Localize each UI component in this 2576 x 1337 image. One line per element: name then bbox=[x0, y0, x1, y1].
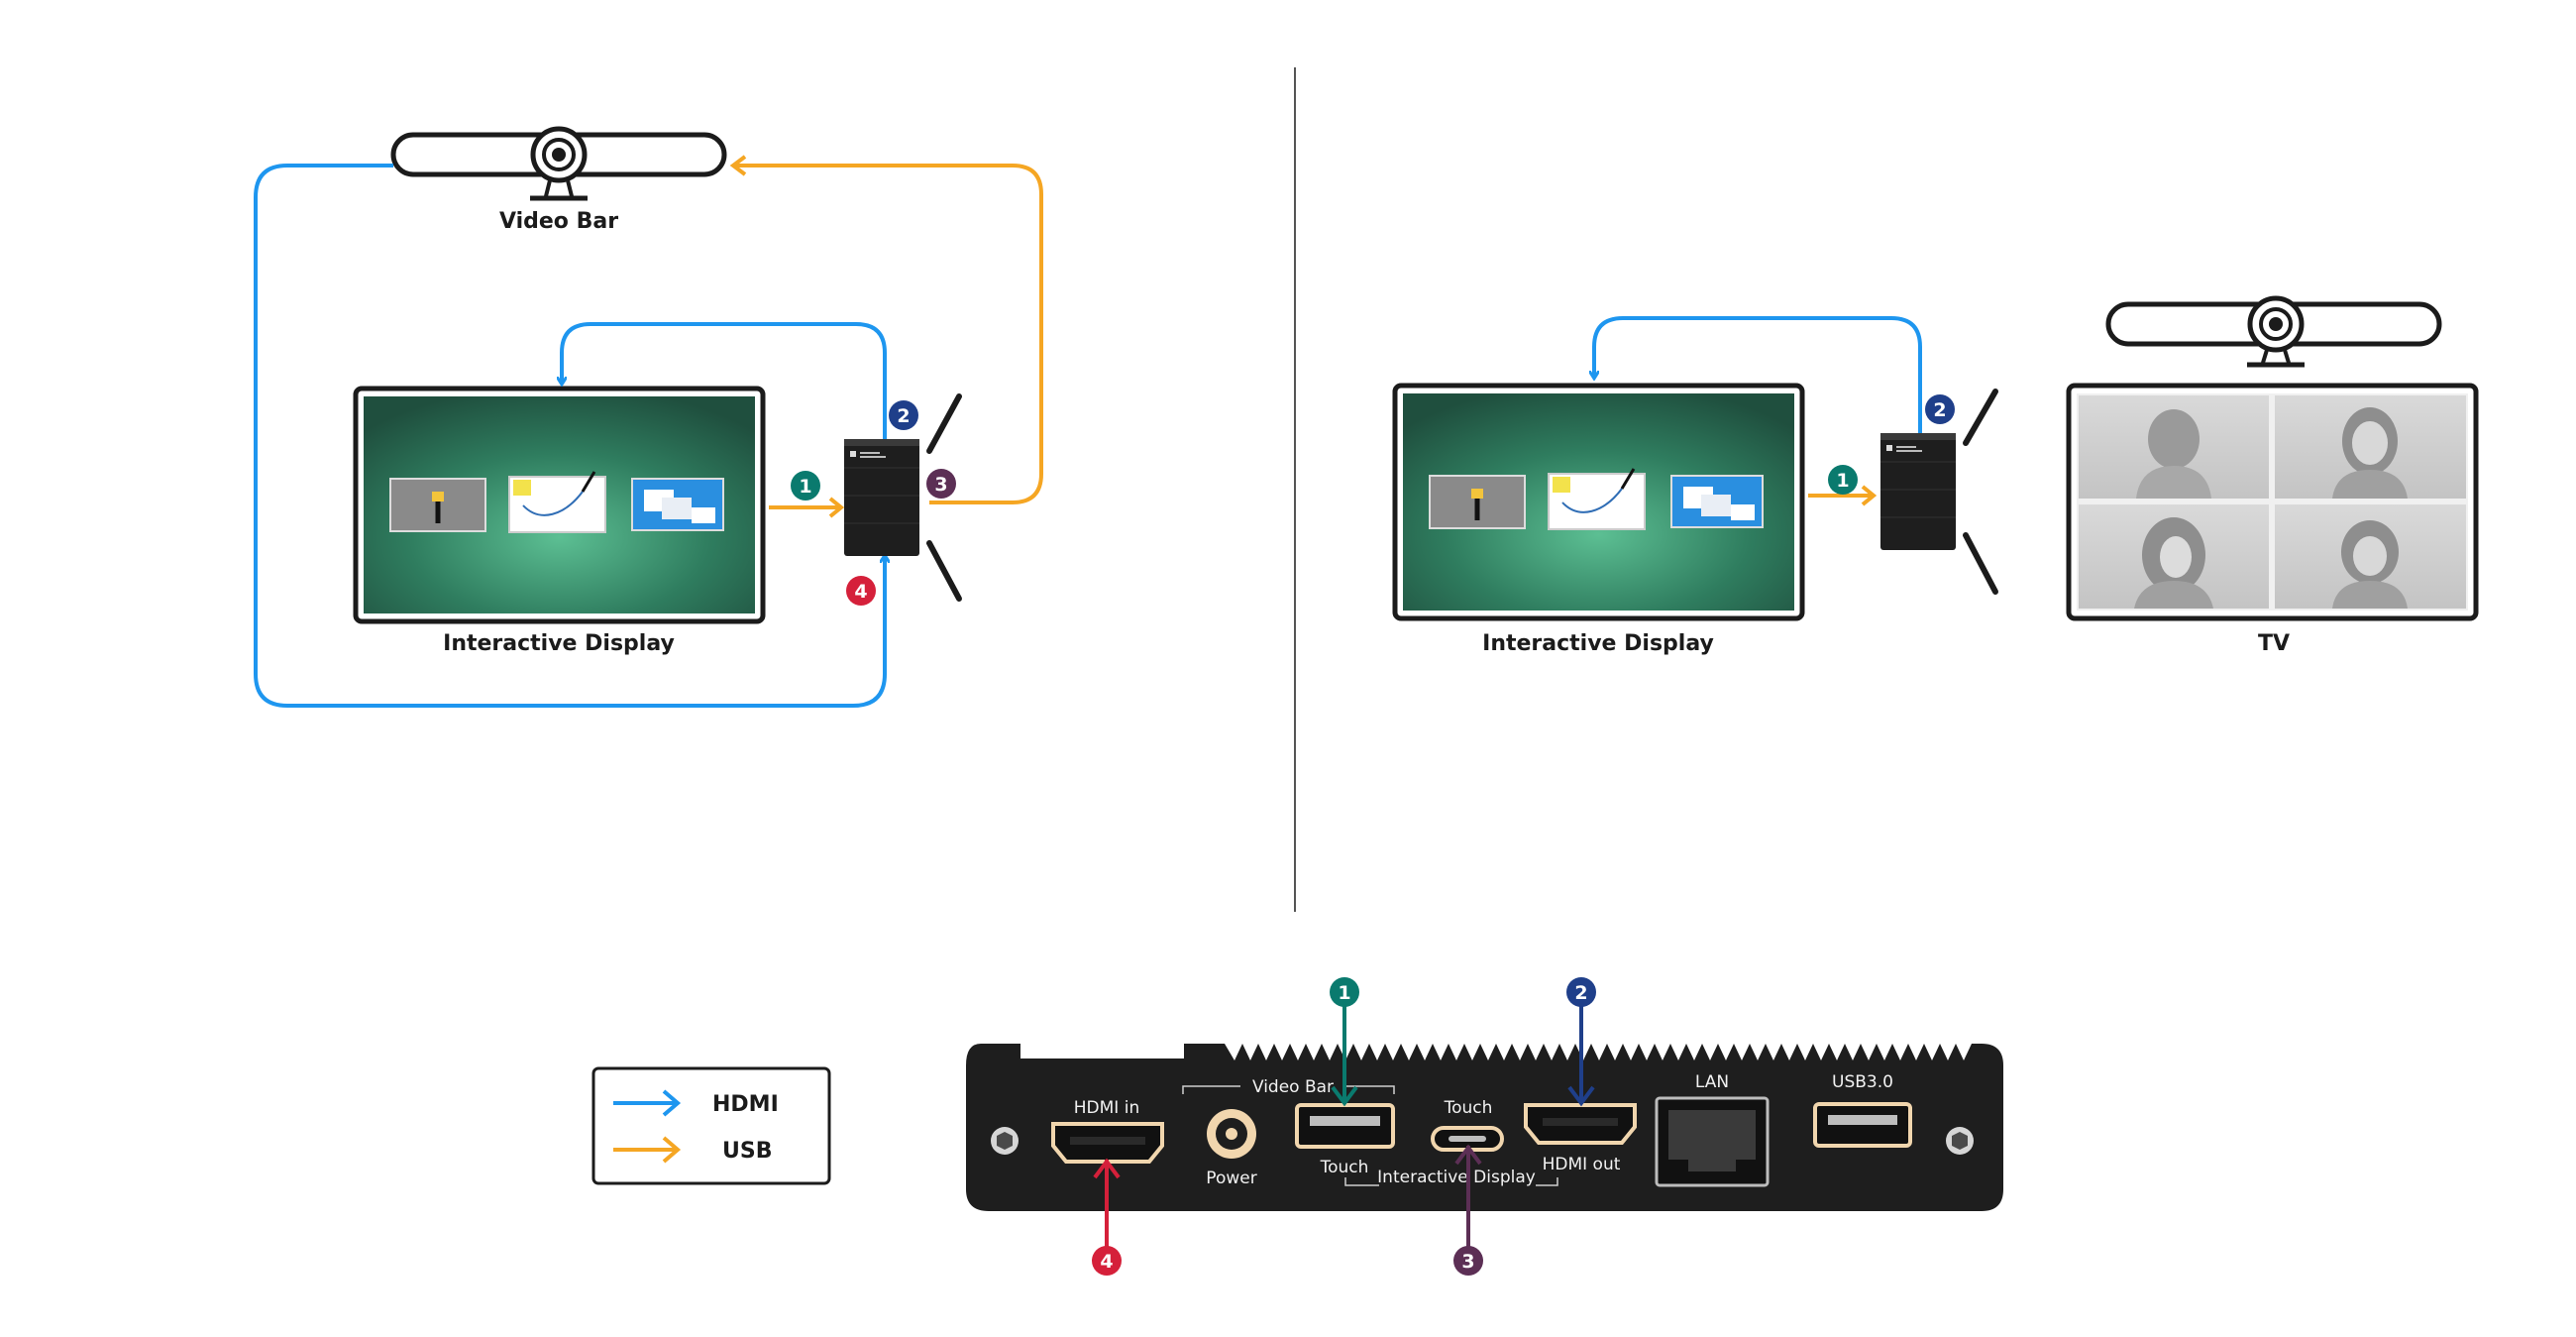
interactive-display-left bbox=[353, 386, 766, 624]
interactive-display-right-label: Interactive Display bbox=[1482, 631, 1714, 656]
svg-text:2: 2 bbox=[1933, 399, 1946, 421]
video-participant-tile bbox=[2079, 395, 2269, 499]
badge-right-1: 1 bbox=[1828, 465, 1858, 495]
callout-2: 2 bbox=[1566, 977, 1596, 1107]
svg-text:3: 3 bbox=[934, 474, 947, 496]
tv-device bbox=[2066, 383, 2479, 621]
legend-hdmi-label: HDMI bbox=[712, 1092, 779, 1117]
hdmi-line-box-to-display bbox=[562, 322, 887, 439]
badge-left-3: 3 bbox=[926, 469, 956, 499]
badge-left-2: 2 bbox=[889, 400, 918, 430]
video-bar-device-right bbox=[2105, 295, 2442, 368]
interactive-display-right bbox=[1392, 383, 1805, 621]
lan-label: LAN bbox=[1695, 1072, 1729, 1092]
device-back-panel: HDMI in Power Video Bar Touch Touch bbox=[966, 1044, 2003, 1211]
callout-4: 4 bbox=[1092, 1158, 1122, 1276]
svg-text:1: 1 bbox=[799, 476, 811, 498]
video-participant-tile bbox=[2275, 395, 2466, 499]
lan-port bbox=[1655, 1096, 1770, 1187]
usb-port-videobar bbox=[1295, 1103, 1395, 1149]
svg-text:4: 4 bbox=[1100, 1251, 1113, 1273]
screw-right bbox=[1946, 1127, 1974, 1155]
interactive-display-left-label: Interactive Display bbox=[443, 631, 675, 656]
svg-text:1: 1 bbox=[1836, 470, 1849, 492]
svg-text:2: 2 bbox=[1574, 982, 1587, 1004]
power-port bbox=[1207, 1109, 1256, 1159]
hdmi-out-port bbox=[1524, 1103, 1637, 1145]
usb-line-box-to-videobar bbox=[734, 164, 1043, 504]
touch-top-label: Touch bbox=[1444, 1098, 1493, 1118]
hdmi-line-box-to-display-right bbox=[1594, 316, 1922, 436]
badge-right-2: 2 bbox=[1925, 394, 1955, 424]
svg-text:2: 2 bbox=[897, 405, 910, 427]
interactive-display-group-label: Interactive Display bbox=[1377, 1168, 1536, 1187]
hdmi-in-port bbox=[1051, 1122, 1164, 1164]
hdmi-line-videobar-to-box bbox=[254, 164, 885, 708]
svg-text:4: 4 bbox=[854, 581, 867, 603]
tv-label: TV bbox=[2258, 631, 2290, 656]
mini-pc-device-left bbox=[844, 393, 962, 602]
usb30-label: USB3.0 bbox=[1832, 1072, 1893, 1092]
badge-left-4: 4 bbox=[846, 576, 876, 606]
power-label: Power bbox=[1206, 1169, 1256, 1188]
svg-text:3: 3 bbox=[1461, 1251, 1474, 1273]
mini-pc-device-right bbox=[1880, 389, 1998, 595]
video-participant-tile bbox=[2275, 504, 2466, 609]
legend: HDMI USB bbox=[591, 1066, 831, 1185]
svg-text:1: 1 bbox=[1338, 982, 1350, 1004]
callout-3: 3 bbox=[1453, 1144, 1483, 1276]
video-participant-tile bbox=[2079, 504, 2269, 609]
badge-left-1: 1 bbox=[791, 471, 820, 501]
callout-1: 1 bbox=[1330, 977, 1359, 1107]
usb30-port bbox=[1813, 1102, 1912, 1148]
hdmi-out-label: HDMI out bbox=[1543, 1155, 1621, 1174]
touch-bottom-label: Touch bbox=[1320, 1158, 1369, 1177]
video-bar-label: Video Bar bbox=[499, 209, 618, 234]
hdmi-in-label: HDMI in bbox=[1074, 1098, 1139, 1118]
screw-left bbox=[991, 1127, 1019, 1155]
legend-usb-label: USB bbox=[722, 1139, 772, 1164]
video-bar-device-left bbox=[390, 126, 727, 201]
video-bar-group-label: Video Bar bbox=[1252, 1077, 1334, 1097]
